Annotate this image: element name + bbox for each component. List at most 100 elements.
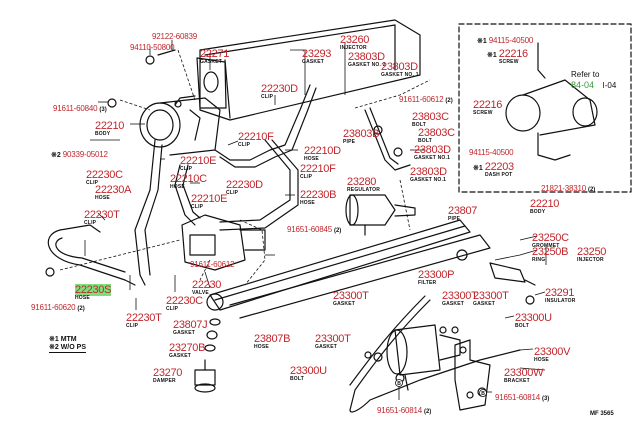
- part-number[interactable]: 23293: [302, 48, 332, 60]
- part-number[interactable]: 23803D: [348, 51, 385, 63]
- part-number[interactable]: 23300T: [333, 290, 369, 302]
- part-number[interactable]: 22210: [530, 198, 560, 210]
- part-label[interactable]: 91611-60612(2): [399, 90, 453, 106]
- part-label[interactable]: 22230B HOSE: [300, 186, 336, 206]
- part-label[interactable]: 23300U BOLT: [515, 309, 552, 329]
- part-number[interactable]: 22210E: [180, 155, 217, 167]
- part-label[interactable]: 22230T CLIP: [84, 206, 120, 226]
- part-label[interactable]: 23807J GASKET: [173, 316, 208, 336]
- part-label[interactable]: 94110-50800: [130, 38, 175, 54]
- part-number[interactable]: 23280: [347, 176, 377, 188]
- part-number[interactable]: 22230C: [86, 169, 123, 181]
- part-number[interactable]: 22230D: [261, 83, 298, 95]
- part-label[interactable]: 23803D GASKET No.1: [414, 141, 451, 161]
- part-label[interactable]: 22210F CLIP: [300, 160, 336, 180]
- part-label[interactable]: 91651-60845(2): [287, 220, 341, 236]
- refer-to-link-row[interactable]: 84-04 I-04: [571, 76, 616, 92]
- part-number[interactable]: 23803C: [418, 127, 455, 139]
- refer-to-link[interactable]: 84-04: [571, 80, 595, 90]
- part-number[interactable]: 22216: [473, 99, 503, 111]
- part-label[interactable]: 91611-60840(3): [53, 99, 107, 115]
- part-number[interactable]: 91651-60814: [377, 406, 422, 415]
- part-label[interactable]: 23300V HOSE: [534, 343, 570, 363]
- part-number[interactable]: 22230B: [300, 189, 337, 201]
- part-number[interactable]: 23300U: [290, 365, 327, 377]
- part-number[interactable]: 23300T: [442, 290, 478, 302]
- part-label[interactable]: 23300U BOLT: [290, 362, 327, 382]
- part-number[interactable]: 21821-38310: [541, 184, 586, 193]
- part-number[interactable]: 23270B: [169, 342, 206, 354]
- part-label[interactable]: 23291 INSULATOR: [545, 284, 576, 304]
- part-label[interactable]: 22210F CLIP: [238, 128, 274, 148]
- part-label[interactable]: 22230D CLIP: [261, 80, 298, 100]
- part-label[interactable]: 22210C HOSE: [170, 170, 207, 190]
- part-label[interactable]: 23803D GASKET No. 2: [348, 48, 386, 68]
- part-number[interactable]: 91611-60840: [53, 104, 98, 113]
- part-number[interactable]: 22210F: [300, 163, 336, 175]
- part-number[interactable]: 23250: [577, 246, 607, 258]
- part-number[interactable]: 23803D: [414, 144, 451, 156]
- part-label[interactable]: 91611-60612: [190, 255, 235, 271]
- part-number[interactable]: 94110-50800: [130, 43, 175, 52]
- part-label[interactable]: 23300T GASKET: [442, 287, 478, 307]
- part-label[interactable]: 23300P FILTER: [418, 266, 454, 286]
- part-number[interactable]: 22230: [192, 279, 222, 291]
- part-number[interactable]: 23291: [545, 287, 575, 299]
- part-label[interactable]: 22230S HOSE: [75, 281, 111, 301]
- part-label[interactable]: 23300T GASKET: [473, 287, 509, 307]
- part-number[interactable]: 23807J: [173, 319, 208, 331]
- part-label[interactable]: 23300T GASKET: [315, 330, 351, 350]
- part-number[interactable]: 23300V: [534, 346, 571, 358]
- part-label[interactable]: 22210E CLIP: [191, 190, 227, 210]
- part-number[interactable]: 22271: [200, 48, 230, 60]
- part-number[interactable]: 94115-40500: [488, 36, 534, 45]
- part-number[interactable]: 23803D: [410, 166, 447, 178]
- part-number[interactable]: 23300T: [315, 333, 351, 345]
- part-number[interactable]: 23250B: [532, 246, 569, 258]
- part-number[interactable]: 23300W: [504, 367, 544, 379]
- part-number[interactable]: 91651-60814: [495, 393, 540, 402]
- part-number[interactable]: 22230D: [226, 179, 263, 191]
- part-number[interactable]: 22210C: [170, 173, 207, 185]
- part-label[interactable]: 22271 GASKET: [200, 45, 229, 65]
- part-label[interactable]: 23270 DAMPER: [153, 364, 182, 384]
- part-label[interactable]: 23803C BOLT: [412, 108, 449, 128]
- part-number[interactable]: 91651-60845: [287, 225, 332, 234]
- part-label[interactable]: 22210 BODY: [95, 117, 124, 137]
- part-label[interactable]: 23803C BOLT: [418, 124, 455, 144]
- part-number[interactable]: 23250C: [532, 232, 569, 244]
- part-label[interactable]: 23293 GASKET: [302, 45, 331, 65]
- part-label[interactable]: 23250B RING: [532, 243, 568, 263]
- part-label[interactable]: 23260 INJECTOR: [340, 31, 369, 51]
- part-label[interactable]: 91611-60620(2): [31, 298, 85, 314]
- part-label[interactable]: 23803D GASKET No.1: [410, 163, 447, 183]
- part-label[interactable]: 23280 REGULATOR: [347, 173, 380, 193]
- part-label[interactable]: 23803B PIPE: [343, 125, 379, 145]
- part-number[interactable]: 92122-60839: [152, 32, 197, 41]
- part-label[interactable]: 22230A HOSE: [95, 181, 131, 201]
- part-label[interactable]: 22230C CLIP: [166, 292, 203, 312]
- part-number[interactable]: 23300T: [473, 290, 509, 302]
- part-number[interactable]: 22210: [95, 120, 125, 132]
- part-number[interactable]: 22230T: [126, 312, 162, 324]
- part-label[interactable]: 22230D CLIP: [226, 176, 263, 196]
- part-label[interactable]: 22230C CLIP: [86, 166, 123, 186]
- part-label[interactable]: 23300T GASKET: [333, 287, 369, 307]
- part-number[interactable]: 22210F: [238, 131, 274, 143]
- part-number[interactable]: 22203: [484, 161, 514, 173]
- part-number[interactable]: 94115-40500: [469, 148, 514, 157]
- part-label[interactable]: 23300W BRACKET: [504, 364, 543, 384]
- part-label[interactable]: 23250C GROMMET: [532, 229, 569, 249]
- part-number[interactable]: 23803D: [381, 61, 418, 73]
- part-number[interactable]: 91611-60612: [190, 260, 235, 269]
- part-label[interactable]: 22230 VALVE: [192, 276, 221, 296]
- part-label[interactable]: 23250 INJECTOR: [577, 243, 606, 263]
- part-number[interactable]: 22230A: [95, 184, 132, 196]
- part-number[interactable]: 22230S: [75, 284, 112, 296]
- part-label[interactable]: 22230T CLIP: [126, 309, 162, 329]
- part-label[interactable]: 23270B GASKET: [169, 339, 205, 359]
- part-number[interactable]: 91611-60612: [399, 95, 444, 104]
